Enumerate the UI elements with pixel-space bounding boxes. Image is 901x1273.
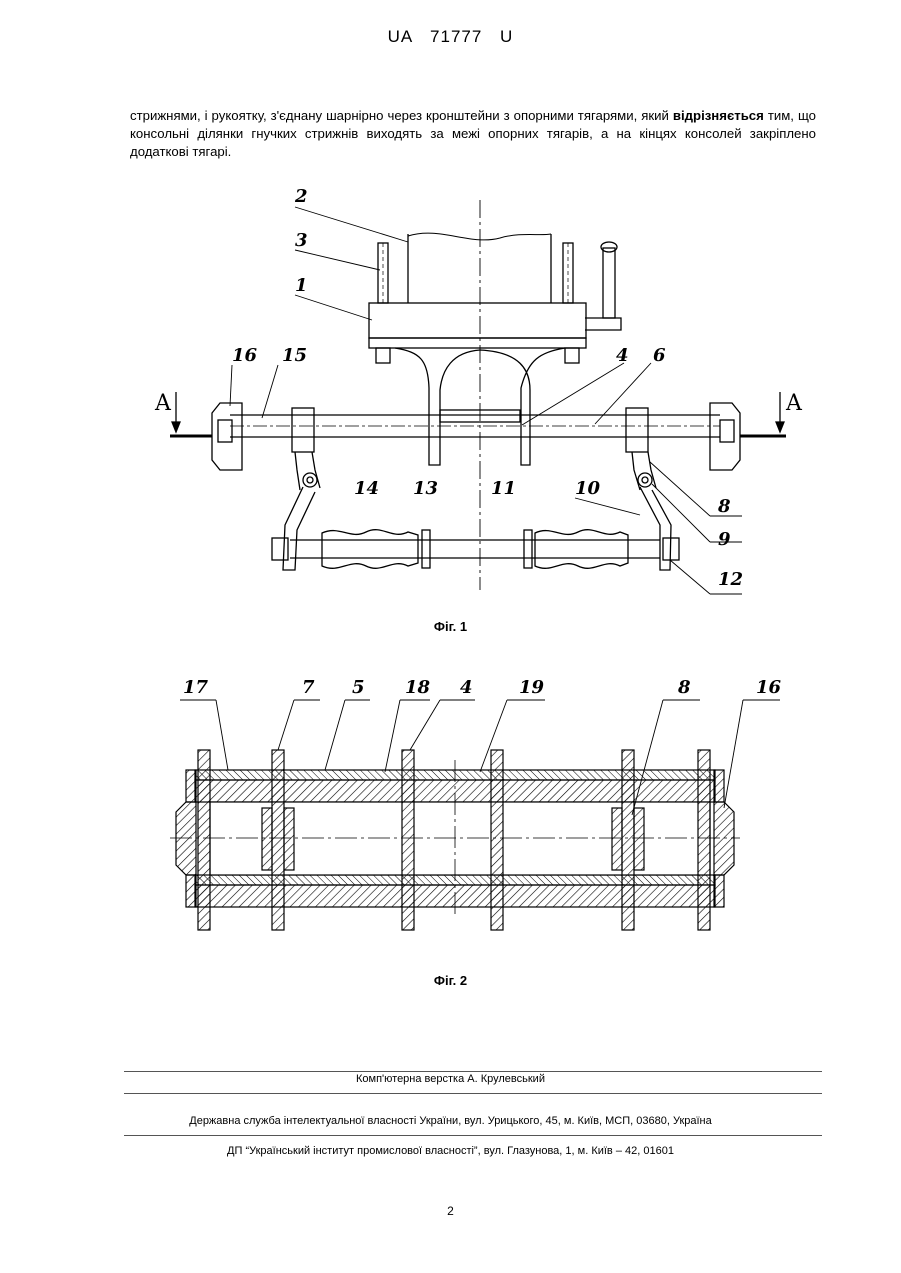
footer-divider-3 <box>124 1135 822 1136</box>
footer-service: Державна служба інтелектуальної власност… <box>0 1115 901 1127</box>
fig2-label-18: 18 <box>405 677 431 698</box>
claim-text-keyword: відрізняється <box>673 108 764 123</box>
footer-divider-1 <box>124 1071 822 1072</box>
fig1-label-12: 12 <box>718 569 743 590</box>
footer-divider-2 <box>124 1093 822 1094</box>
fig1-label-15: 15 <box>282 345 307 366</box>
section-label-right: A <box>785 391 803 416</box>
fig1-label-1: 1 <box>295 275 308 296</box>
figure-2-drawing: 17 7 5 18 4 19 8 16 <box>0 670 901 940</box>
section-label-left: A <box>154 391 172 416</box>
claim-text-start: стрижнями, і рукоятку, з'єднану шарнірно… <box>130 108 669 123</box>
fig1-label-16: 16 <box>232 345 258 366</box>
footer-typesetting: Комп'ютерна верстка А. Крулевський <box>0 1073 901 1085</box>
fig1-label-4: 4 <box>616 345 629 366</box>
fig1-label-10: 10 <box>575 478 601 499</box>
fig1-label-9: 9 <box>718 529 731 550</box>
figure-2-caption: Фіг. 2 <box>0 973 901 988</box>
fig1-label-3: 3 <box>295 230 308 251</box>
page-number: 2 <box>0 1204 901 1218</box>
fig1-label-8: 8 <box>717 496 731 517</box>
claim-text: стрижнями, і рукоятку, з'єднану шарнірно… <box>130 107 816 161</box>
document-number: UA 71777 U <box>0 27 901 47</box>
fig2-label-17: 17 <box>183 677 209 698</box>
figure-1-caption: Фіг. 1 <box>0 619 901 634</box>
footer-institute: ДП “Український інститут промислової вла… <box>0 1145 901 1157</box>
fig2-label-7: 7 <box>302 677 315 698</box>
fig1-label-2: 2 <box>294 186 308 207</box>
fig2-label-19: 19 <box>519 677 545 698</box>
figure-1-drawing: 2 3 1 16 15 4 6 14 13 11 10 8 9 12 A A <box>0 180 901 610</box>
fig1-label-13: 13 <box>413 478 438 499</box>
fig1-label-14: 14 <box>354 478 379 499</box>
fig2-label-5: 5 <box>352 677 365 698</box>
fig2-label-4: 4 <box>460 677 473 698</box>
fig1-label-6: 6 <box>653 345 666 366</box>
fig1-label-11: 11 <box>491 478 516 499</box>
fig2-label-16: 16 <box>756 677 782 698</box>
fig2-label-8: 8 <box>677 677 691 698</box>
